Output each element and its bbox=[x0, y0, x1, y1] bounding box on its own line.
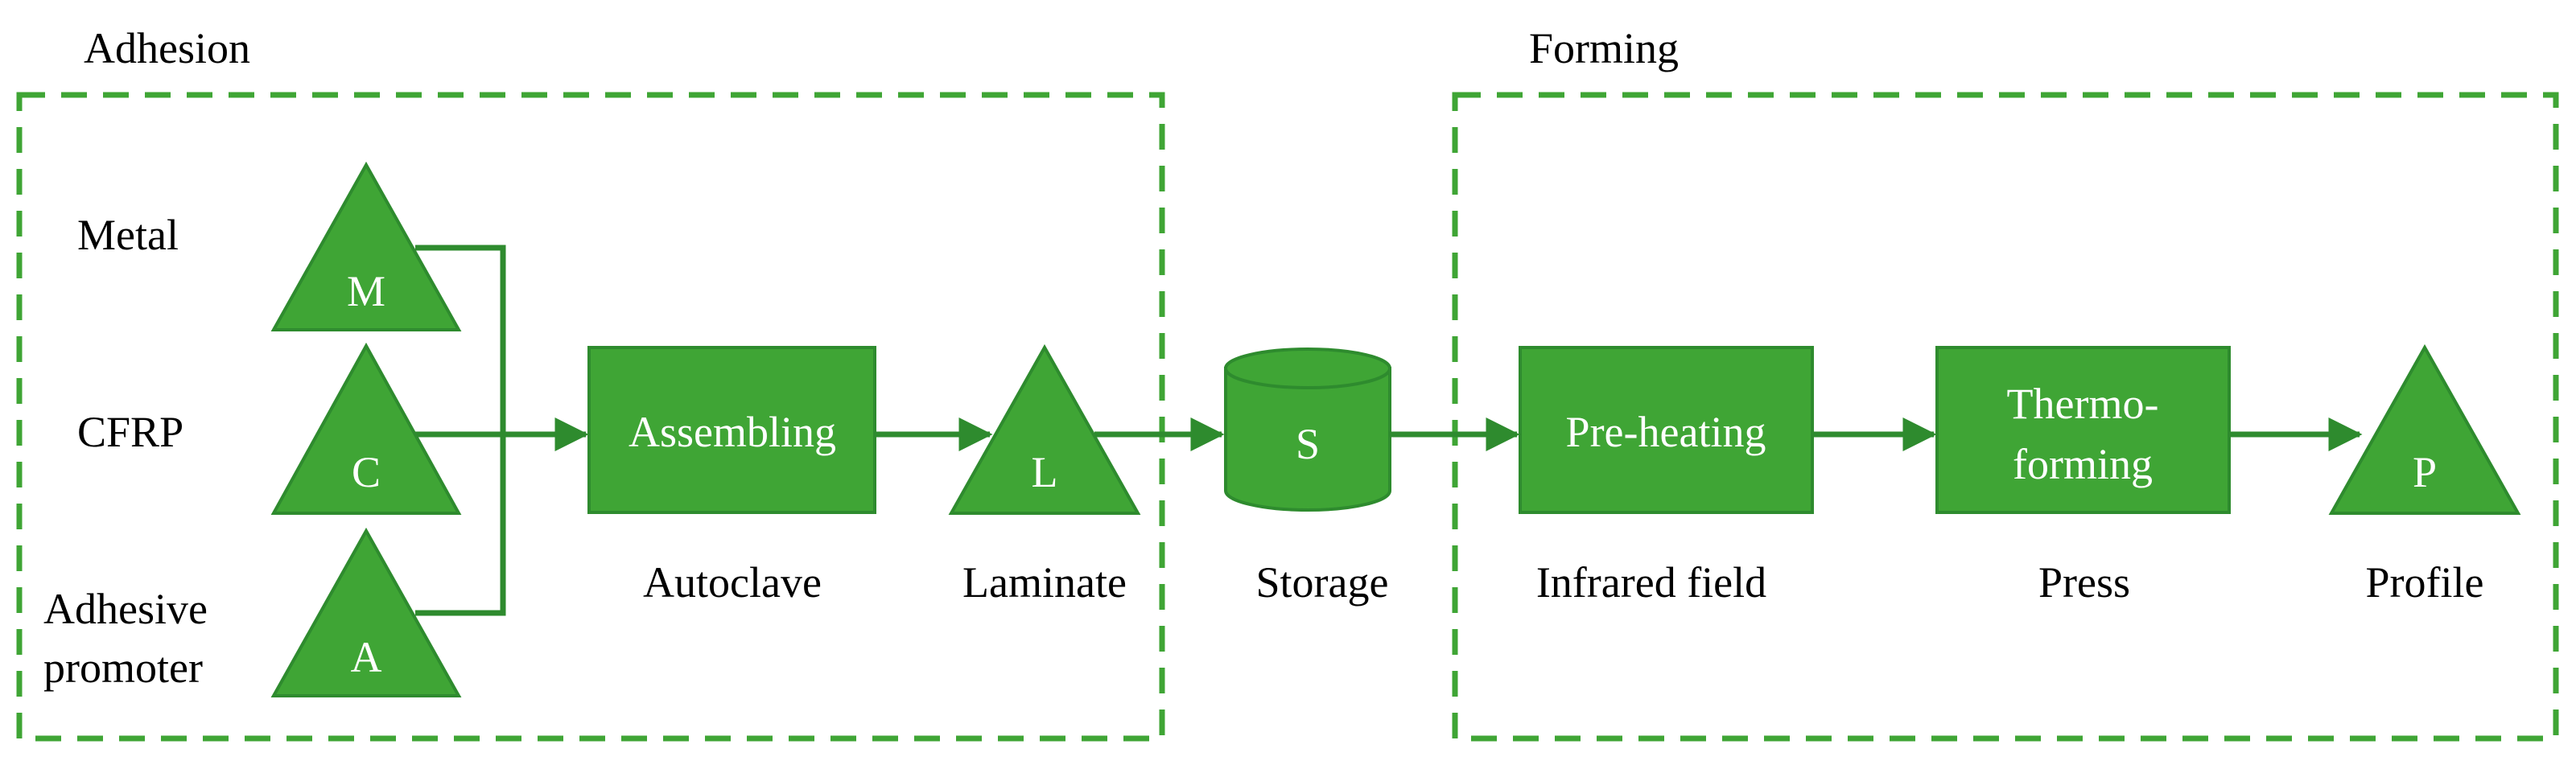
adhesive-symbol: A bbox=[351, 633, 382, 681]
assembling-node: Assembling bbox=[587, 346, 876, 514]
metal-label: Metal bbox=[77, 211, 179, 259]
preheating-caption: Infrared field bbox=[1536, 558, 1766, 607]
thermoforming-label-line2: forming bbox=[2013, 440, 2153, 488]
adhesive-label-line2: promoter bbox=[43, 644, 203, 692]
preheating-label: Pre-heating bbox=[1566, 408, 1766, 456]
forming-group-frame bbox=[1452, 92, 2559, 742]
assembling-label: Assembling bbox=[629, 408, 836, 456]
profile-caption: Profile bbox=[2366, 558, 2484, 607]
metal-input-node: M bbox=[270, 161, 462, 331]
assembling-box bbox=[587, 346, 876, 514]
adhesive-input-node: A bbox=[270, 527, 462, 697]
profile-symbol: P bbox=[2413, 448, 2437, 496]
metal-symbol: M bbox=[347, 267, 385, 315]
cfrp-symbol: C bbox=[352, 448, 381, 496]
preheating-node: Pre-heating bbox=[1519, 346, 1814, 514]
thermoforming-label-line1: Thermo- bbox=[2007, 380, 2159, 428]
adhesive-connector bbox=[415, 434, 506, 616]
adhesive-label-line1: Adhesive bbox=[43, 585, 208, 633]
laminate-caption: Laminate bbox=[962, 558, 1127, 607]
adhesive-triangle-icon bbox=[270, 527, 462, 697]
connectors bbox=[415, 245, 2363, 616]
forming-group-title: Forming bbox=[1529, 24, 1679, 72]
storage-node: S bbox=[1224, 348, 1391, 512]
cfrp-input-node: C bbox=[270, 342, 462, 515]
thermoforming-caption: Press bbox=[2038, 558, 2130, 607]
laminate-symbol: L bbox=[1032, 448, 1058, 496]
adhesion-group-frame bbox=[16, 92, 1165, 742]
metal-triangle-icon bbox=[270, 161, 462, 331]
storage-cylinder-icon bbox=[1224, 367, 1391, 512]
adhesion-group-title: Adhesion bbox=[84, 24, 250, 72]
cfrp-label: CFRP bbox=[77, 408, 183, 456]
metal-connector bbox=[415, 245, 506, 434]
laminate-node: L bbox=[948, 343, 1141, 515]
profile-node: P bbox=[2328, 343, 2521, 515]
storage-caption: Storage bbox=[1256, 558, 1389, 607]
thermoforming-box bbox=[1935, 346, 2231, 514]
storage-symbol: S bbox=[1296, 420, 1320, 468]
cfrp-triangle-icon bbox=[270, 342, 462, 515]
storage-cylinder-top bbox=[1224, 348, 1391, 389]
thermoforming-node: Thermo- forming bbox=[1935, 346, 2231, 514]
laminate-triangle-icon bbox=[948, 343, 1141, 515]
profile-triangle-icon bbox=[2328, 343, 2521, 515]
preheating-box bbox=[1519, 346, 1814, 514]
assembling-caption: Autoclave bbox=[643, 558, 822, 607]
